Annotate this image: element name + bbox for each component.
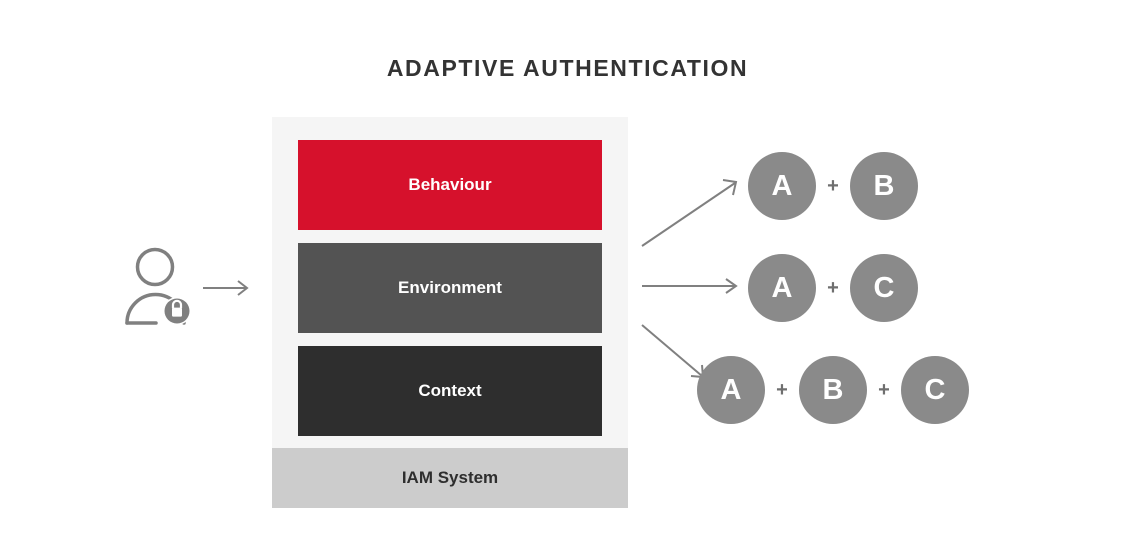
factor-circle-a[interactable]: A: [748, 152, 816, 220]
layer-bar-list: Behaviour Environment Context: [298, 140, 602, 449]
plus-icon: +: [827, 174, 839, 197]
iam-stack-panel: Behaviour Environment Context IAM System: [272, 117, 628, 508]
outcome-a-b-c: A + B + C: [697, 356, 969, 424]
arrow-right-icon: [203, 280, 249, 296]
actor-group: [124, 245, 259, 330]
factor-circle-b[interactable]: B: [799, 356, 867, 424]
factor-label-b: B: [873, 169, 895, 202]
outcome-a-c: A + C: [748, 254, 918, 322]
plus-icon: +: [776, 378, 788, 401]
factor-label-b: B: [822, 373, 844, 406]
factor-label-c: C: [924, 373, 946, 406]
factor-label-a: A: [771, 169, 793, 202]
plus-icon: +: [878, 378, 890, 401]
user-with-lock-icon: [125, 247, 191, 325]
arrow-right-icon: [642, 278, 738, 294]
layer-label-context: Context: [418, 381, 482, 400]
plus-icon: +: [827, 276, 839, 299]
arrow-up-right-icon: [641, 179, 738, 247]
layer-label-behaviour: Behaviour: [408, 175, 492, 194]
layer-bar-environment[interactable]: Environment: [298, 243, 602, 333]
layer-bar-context[interactable]: Context: [298, 346, 602, 436]
factor-circle-c[interactable]: C: [850, 254, 918, 322]
layer-label-environment: Environment: [398, 278, 502, 297]
factor-circle-c[interactable]: C: [901, 356, 969, 424]
factor-label-c: C: [873, 271, 895, 304]
factor-label-a: A: [720, 373, 742, 406]
outcome-a-b: A + B: [748, 152, 918, 220]
factor-circle-a[interactable]: A: [748, 254, 816, 322]
flow-arrow-group: [641, 179, 738, 379]
iam-system-band[interactable]: IAM System: [272, 448, 628, 508]
factor-label-a: A: [771, 271, 793, 304]
factor-circle-a[interactable]: A: [697, 356, 765, 424]
page-title: ADAPTIVE AUTHENTICATION: [386, 55, 749, 81]
layer-bar-behaviour[interactable]: Behaviour: [298, 140, 602, 230]
iam-system-label: IAM System: [401, 468, 499, 487]
arrow-down-right-icon: [641, 324, 705, 379]
factor-circle-b[interactable]: B: [850, 152, 918, 220]
